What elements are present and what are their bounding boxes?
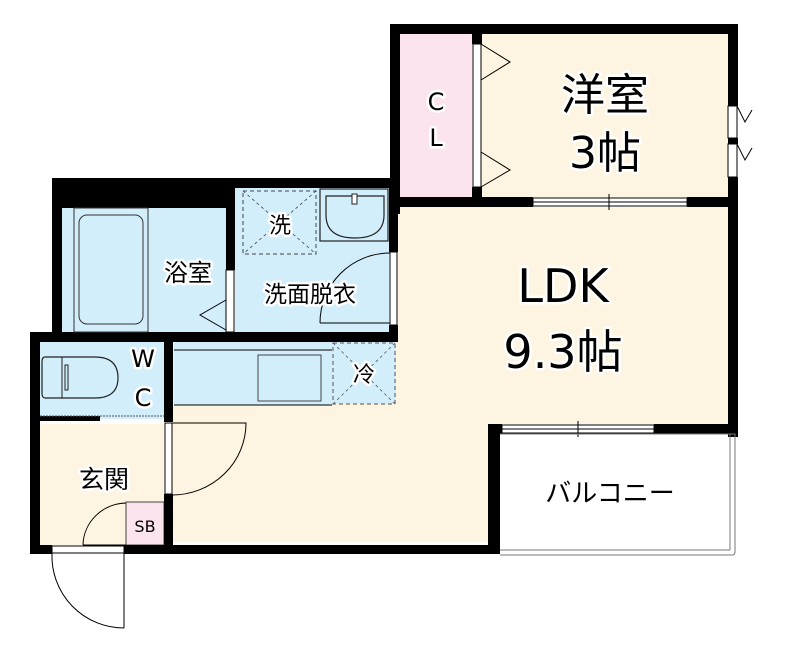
- closet-doors: [472, 43, 511, 188]
- shoe-box-area: [125, 501, 165, 546]
- window-western-ldk: [532, 194, 688, 210]
- washer-icon: [242, 190, 317, 255]
- balcony-label: バルコニー: [545, 479, 674, 509]
- ldk-size: 9.3帖: [503, 325, 622, 379]
- western-room-area: [480, 34, 728, 197]
- washer-label: 洗: [269, 214, 291, 239]
- fridge-icon: [332, 342, 396, 405]
- bathtub-icon: [78, 214, 144, 325]
- entrance-small-door: [82, 502, 127, 546]
- closet-label-l: L: [429, 124, 443, 152]
- entrance-inner-door: [164, 422, 247, 496]
- bathtub-outline: [73, 207, 149, 333]
- bath-door: [225, 269, 235, 333]
- shoe-box-label: SB: [134, 517, 155, 536]
- closet-area: [400, 34, 472, 197]
- toilet-area: [40, 341, 164, 419]
- toilet-icon: [41, 356, 119, 399]
- western-room-label: 洋室: [561, 70, 649, 121]
- kitchen-sink-icon: [257, 354, 322, 402]
- washroom-label: 洗面脱衣: [264, 282, 356, 308]
- western-room-size: 3帖: [569, 128, 641, 179]
- walls: [30, 24, 738, 554]
- toilet-label-c: C: [135, 384, 152, 412]
- fridge-label: 冷: [353, 363, 375, 388]
- window-western-right: [727, 105, 753, 178]
- bathroom-label: 浴室: [164, 259, 212, 287]
- balcony-outline: [500, 433, 736, 556]
- washroom-area: [235, 188, 389, 332]
- toilet-label-w: W: [131, 345, 155, 373]
- ldk-label: LDK: [517, 259, 610, 313]
- window-ldk-balcony: [501, 421, 655, 437]
- sink-icon: [319, 188, 389, 242]
- entrance-label: 玄関: [79, 465, 129, 494]
- bathroom-area: [62, 208, 226, 332]
- front-door: [51, 545, 125, 629]
- closet-label-c: C: [428, 88, 445, 116]
- kitchen-counter: [174, 342, 332, 405]
- washroom-door: [319, 251, 398, 326]
